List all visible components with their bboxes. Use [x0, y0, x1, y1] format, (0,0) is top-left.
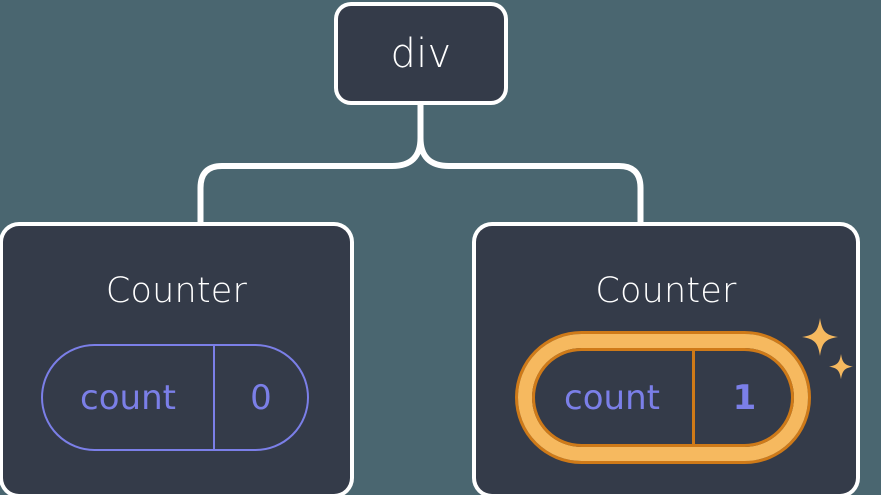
connector-left: [197, 98, 424, 231]
state-pill-right[interactable]: count 1: [518, 334, 808, 461]
state-pill-left[interactable]: count 0: [41, 344, 309, 451]
sparkle-large-icon: [802, 318, 838, 356]
state-pill-left-value: 0: [250, 377, 272, 418]
node-div-label: div: [390, 30, 452, 77]
state-pill-right-key: count: [532, 348, 695, 447]
node-counter-left-label: Counter: [105, 271, 248, 311]
sparkles-group: [802, 318, 853, 380]
state-pill-right-wrapper: count 1: [518, 334, 808, 461]
node-div[interactable]: div: [338, 6, 504, 101]
state-pill-left-key: count: [43, 346, 215, 449]
sparkle-small-icon: [829, 354, 853, 380]
connector-right: [417, 98, 644, 231]
state-pill-right-value: 1: [732, 377, 757, 418]
node-counter-right-label: Counter: [595, 271, 737, 311]
state-pill-left-wrapper: count 0: [41, 344, 309, 451]
